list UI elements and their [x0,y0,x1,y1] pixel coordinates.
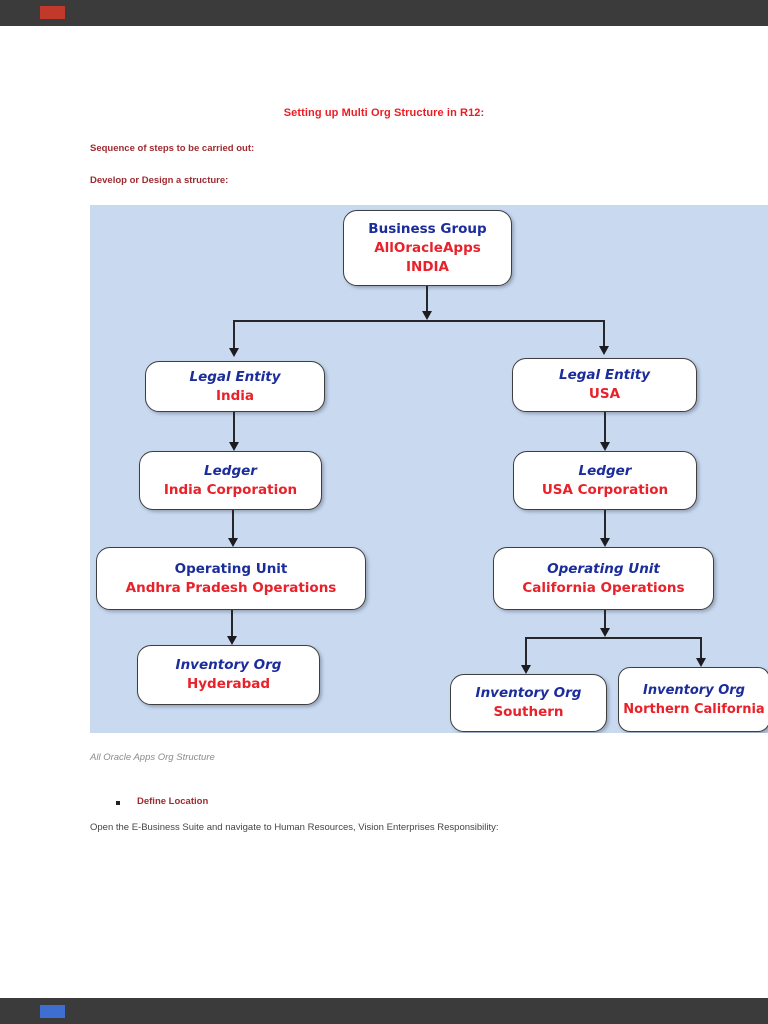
connector-arrow [696,658,706,667]
connector-line [233,320,235,348]
node-value2: INDIA [406,258,449,275]
node-value: USA Corporation [541,481,669,498]
connector-arrow [521,665,531,674]
node-value: USA [588,386,621,402]
connector-arrow [227,636,237,645]
connector-arrow [229,442,239,451]
node-business-group: Business Group AllOracleApps INDIA [343,210,512,286]
viewer-bottom-bar [0,998,768,1024]
node-operating-unit-ca: Operating Unit California Operations [493,547,714,610]
node-legal-entity-india: Legal Entity India [145,361,325,412]
node-value: Northern California [623,701,765,717]
node-ledger-india: Ledger India Corporation [139,451,322,510]
bullet-define-location: Define Location [137,796,209,807]
connector-arrow [600,442,610,451]
node-value: India Corporation [163,481,298,498]
node-heading: Ledger [578,462,632,479]
share-icon[interactable] [40,1005,65,1018]
node-heading: Legal Entity [189,368,281,385]
connector-line [231,610,233,636]
node-ledger-usa: Ledger USA Corporation [513,451,697,510]
body-paragraph: Open the E-Business Suite and navigate t… [90,822,499,833]
node-heading: Operating Unit [547,560,660,577]
node-heading: Business Group [368,220,487,237]
bookmark-icon[interactable] [40,6,65,19]
node-heading: Legal Entity [558,367,651,383]
node-heading: Inventory Org [643,682,745,698]
node-operating-unit-ap: Operating Unit Andhra Pradesh Operations [96,547,366,610]
node-legal-entity-usa: Legal Entity USA [512,358,697,412]
connector-line [604,412,606,442]
connector-arrow [228,538,238,547]
viewer-top-bar [0,0,768,26]
node-inventory-hyderabad: Inventory Org Hyderabad [137,645,320,705]
node-inventory-northern-california: Inventory Org Northern California [618,667,768,732]
node-heading: Ledger [204,462,257,479]
node-heading: Inventory Org [175,657,282,673]
connector-line [603,320,605,346]
connector-arrow [422,311,432,320]
node-heading: Operating Unit [174,560,288,577]
connector-line [233,412,235,442]
connector-line [525,637,702,639]
connector-arrow [600,628,610,637]
figure-caption: All Oracle Apps Org Structure [90,752,215,763]
page-title: Setting up Multi Org Structure in R12: [283,107,485,119]
bullet-icon [116,801,120,805]
node-value: AllOracleApps [374,239,481,256]
connector-arrow [599,346,609,355]
connector-arrow [600,538,610,547]
node-value: Hyderabad [186,676,271,692]
node-heading: Inventory Org [475,685,582,701]
node-value: Southern [493,704,564,720]
connector-arrow [229,348,239,357]
connector-line [604,610,606,628]
connector-line [232,510,234,538]
heading-sequence: Sequence of steps to be carried out: [90,143,255,154]
heading-develop: Develop or Design a structure: [90,175,229,186]
connector-line [525,637,527,665]
node-value: Andhra Pradesh Operations [125,579,337,596]
org-chart-diagram: Business Group AllOracleApps INDIA Legal… [90,205,768,733]
node-value: California Operations [522,579,685,596]
connector-line [700,637,702,658]
node-inventory-southern: Inventory Org Southern [450,674,607,732]
connector-line [604,510,606,538]
node-value: India [215,387,255,404]
connector-line [426,286,428,311]
connector-line [233,320,605,322]
